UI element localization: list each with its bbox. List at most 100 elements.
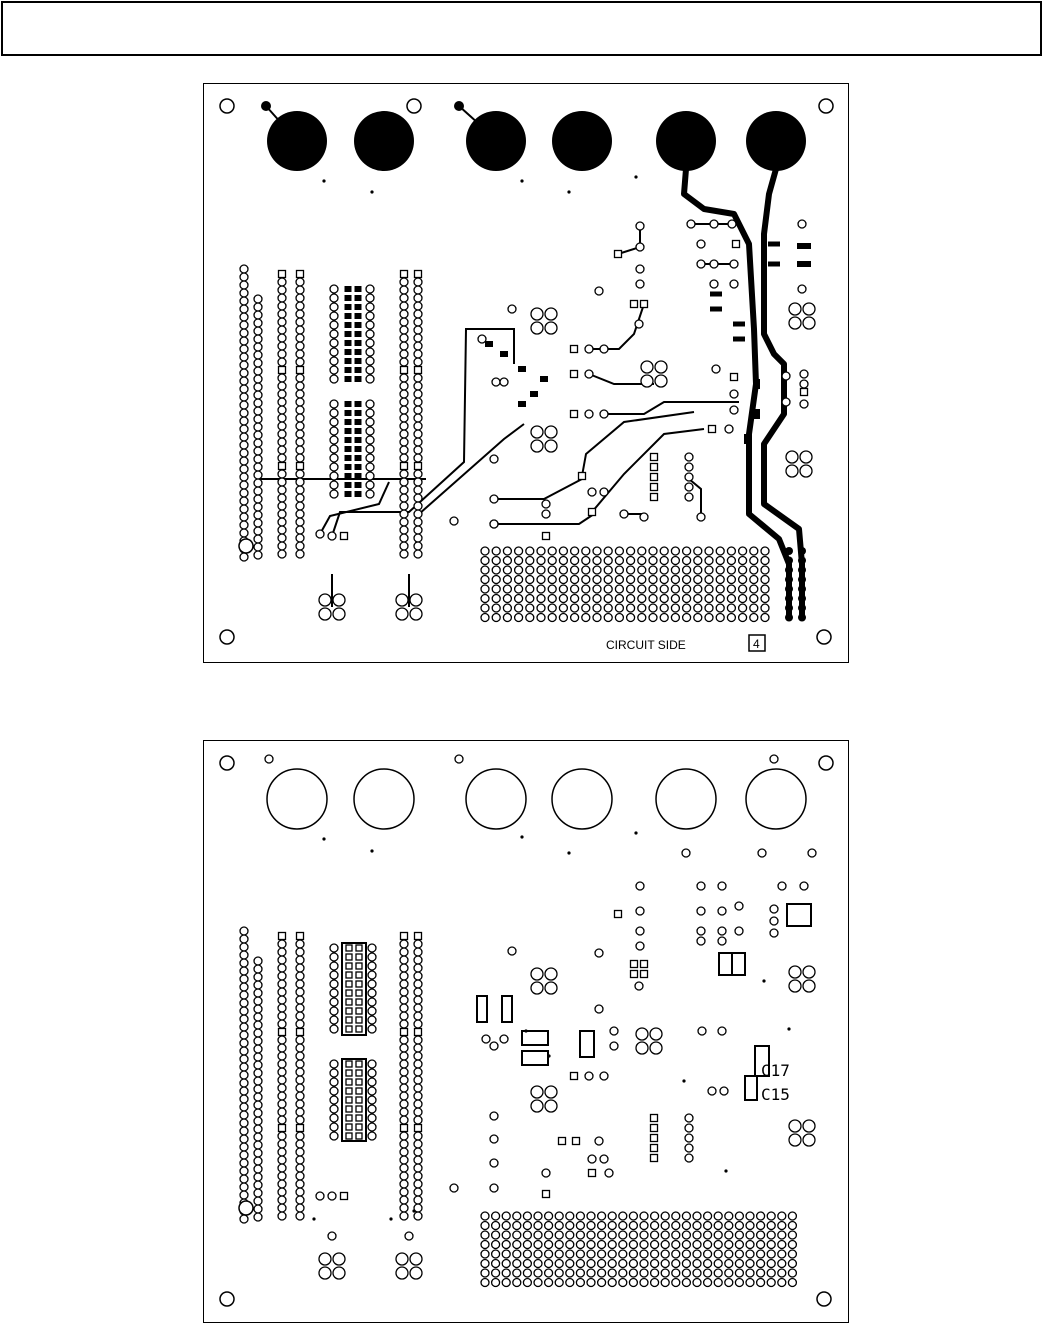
via-pad bbox=[400, 422, 408, 430]
via-pad bbox=[240, 297, 248, 305]
via-pad bbox=[710, 280, 718, 288]
via-pad bbox=[296, 1212, 304, 1220]
via-pad bbox=[582, 576, 590, 584]
via-pad bbox=[694, 547, 702, 555]
via-pad bbox=[481, 585, 489, 593]
square-pad bbox=[346, 1115, 352, 1121]
via-pad bbox=[500, 378, 508, 386]
via-pad bbox=[492, 547, 500, 555]
via-pad bbox=[523, 1241, 531, 1249]
via-pad bbox=[600, 488, 608, 496]
via-pad bbox=[296, 1100, 304, 1108]
via-pad bbox=[682, 1269, 690, 1277]
via-pad bbox=[254, 311, 262, 319]
via-pad bbox=[492, 1279, 500, 1287]
via-pad bbox=[296, 1108, 304, 1116]
via-pad bbox=[531, 968, 543, 980]
via-pad bbox=[240, 441, 248, 449]
via-pad bbox=[640, 1222, 648, 1230]
via-pad bbox=[651, 1212, 659, 1220]
via-pad bbox=[478, 335, 486, 343]
via-pad bbox=[566, 1241, 574, 1249]
via-pad bbox=[278, 940, 286, 948]
square-pad bbox=[356, 1097, 362, 1103]
filled-pad bbox=[785, 614, 793, 622]
via-pad bbox=[330, 294, 338, 302]
square-pad bbox=[356, 990, 362, 996]
via-pad bbox=[718, 1027, 726, 1035]
square-pad bbox=[346, 1008, 352, 1014]
via-pad bbox=[559, 585, 567, 593]
trace bbox=[416, 424, 524, 544]
via-pad bbox=[414, 478, 422, 486]
via-pad bbox=[278, 518, 286, 526]
via-pad bbox=[240, 457, 248, 465]
via-pad bbox=[683, 566, 691, 574]
via-pad bbox=[537, 595, 545, 603]
via-pad bbox=[400, 334, 408, 342]
via-pad bbox=[414, 1036, 422, 1044]
via-pad bbox=[545, 1086, 557, 1098]
via-pad bbox=[746, 1279, 754, 1287]
via-pad bbox=[278, 988, 286, 996]
via-pad bbox=[481, 1260, 489, 1268]
via-pad bbox=[330, 1105, 338, 1113]
square-pad bbox=[279, 463, 286, 470]
via-pad bbox=[735, 1250, 743, 1258]
filled-pad bbox=[798, 566, 806, 574]
via-pad bbox=[636, 243, 644, 251]
via-pad bbox=[330, 454, 338, 462]
via-pad bbox=[414, 980, 422, 988]
via-pad bbox=[330, 321, 338, 329]
via-pad bbox=[661, 1222, 669, 1230]
square-pad bbox=[356, 1124, 362, 1130]
via-pad bbox=[400, 972, 408, 980]
via-pad bbox=[587, 1279, 595, 1287]
via-pad bbox=[400, 1212, 408, 1220]
via-pad bbox=[638, 614, 646, 622]
via-pad bbox=[240, 1023, 248, 1031]
smd-pad bbox=[345, 455, 352, 461]
via-pad bbox=[368, 1025, 376, 1033]
circuit-side-label: CIRCUIT SIDE bbox=[606, 638, 686, 652]
via-pad bbox=[296, 1172, 304, 1180]
via-pad bbox=[400, 940, 408, 948]
via-pad bbox=[254, 359, 262, 367]
via-pad bbox=[400, 1004, 408, 1012]
via-pad bbox=[627, 604, 635, 612]
via-pad bbox=[278, 1044, 286, 1052]
via-pad bbox=[481, 547, 489, 555]
via-pad bbox=[400, 318, 408, 326]
square-pad bbox=[341, 1193, 348, 1200]
via-pad bbox=[619, 1231, 627, 1239]
via-pad bbox=[240, 377, 248, 385]
via-pad bbox=[798, 220, 806, 228]
via-pad bbox=[400, 358, 408, 366]
via-pad bbox=[615, 576, 623, 584]
via-pad bbox=[615, 585, 623, 593]
via-pad bbox=[739, 547, 747, 555]
square-pad bbox=[346, 999, 352, 1005]
via-pad bbox=[414, 486, 422, 494]
via-pad bbox=[661, 1231, 669, 1239]
square-pad bbox=[651, 484, 658, 491]
via-pad bbox=[490, 1042, 498, 1050]
via-pad bbox=[400, 1060, 408, 1068]
square-pad bbox=[346, 981, 352, 987]
via-pad bbox=[366, 445, 374, 453]
square-pad bbox=[731, 374, 738, 381]
via-pad bbox=[278, 334, 286, 342]
square-pad bbox=[346, 1097, 352, 1103]
via-pad bbox=[750, 576, 758, 584]
via-pad bbox=[414, 526, 422, 534]
via-pad bbox=[296, 414, 304, 422]
marker-dot bbox=[370, 190, 373, 193]
square-pad bbox=[579, 473, 586, 480]
via-pad bbox=[396, 1267, 408, 1279]
via-pad bbox=[660, 585, 668, 593]
via-pad bbox=[400, 542, 408, 550]
via-pad bbox=[641, 361, 653, 373]
via-pad bbox=[640, 1269, 648, 1277]
via-pad bbox=[366, 330, 374, 338]
via-pad bbox=[492, 1250, 500, 1258]
